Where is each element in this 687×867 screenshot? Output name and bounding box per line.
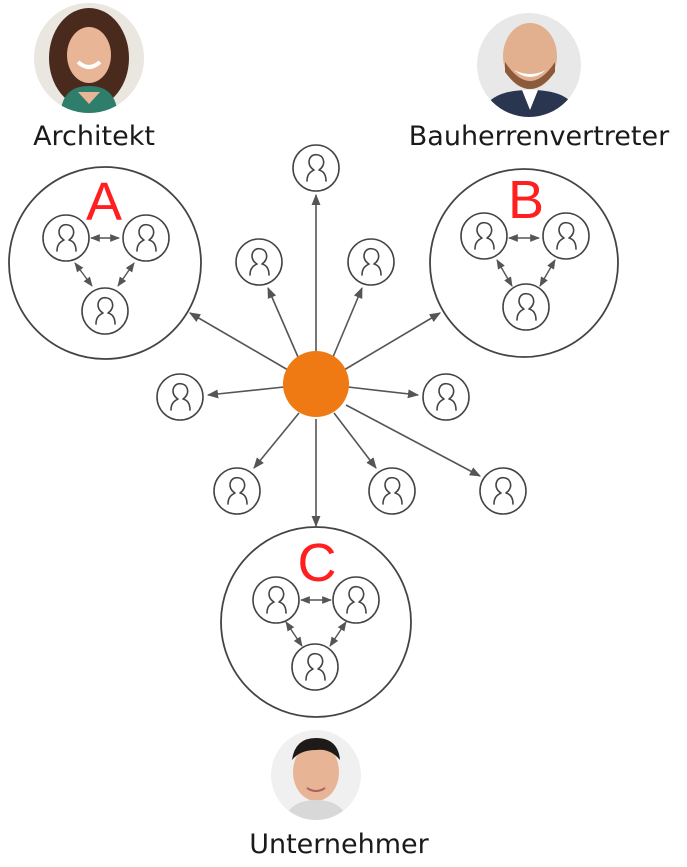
person-icon	[292, 144, 340, 192]
person-icon	[156, 373, 204, 421]
man-portrait-icon	[477, 13, 581, 117]
group-a-circle	[8, 166, 202, 360]
connector-group-b	[343, 312, 441, 371]
person-icon	[291, 643, 339, 691]
person-icon	[42, 214, 90, 262]
connector-lower-left	[253, 412, 300, 469]
group-b: B	[429, 168, 619, 358]
connector-right	[347, 386, 420, 399]
group-c-circle	[220, 526, 412, 718]
connector-left	[206, 386, 285, 399]
person-icon	[542, 212, 590, 260]
connector-lower-right	[345, 404, 481, 477]
person-icon	[81, 287, 129, 335]
group-c: C	[220, 526, 412, 718]
person-icon	[347, 238, 395, 286]
central-hub-node	[283, 351, 349, 417]
connector-upper-left	[267, 286, 299, 358]
connector-group-a	[189, 312, 289, 371]
person-icon	[422, 373, 470, 421]
person-icon	[122, 214, 170, 262]
young-man-portrait-icon	[271, 730, 361, 820]
connector-upper-right	[332, 286, 363, 358]
hub-connectors	[189, 193, 481, 528]
person-icon	[479, 467, 527, 515]
role-label-contractor: Unternehmer	[249, 829, 429, 860]
group-a-letter: A	[86, 172, 122, 232]
role-label-client-representative: Bauherrenvertreter	[408, 121, 670, 152]
group-b-letter: B	[508, 170, 544, 230]
person-icon	[460, 212, 508, 260]
person-icon	[252, 576, 300, 624]
person-icon	[213, 467, 261, 515]
person-icon	[235, 238, 283, 286]
group-a: A	[8, 166, 202, 360]
connector-lower-mid	[333, 412, 377, 469]
woman-portrait-icon	[34, 3, 144, 113]
person-icon	[502, 283, 550, 331]
role-label-architect: Architekt	[33, 121, 155, 152]
group-c-letter: C	[298, 533, 337, 593]
person-icon	[332, 576, 380, 624]
person-icon	[368, 467, 416, 515]
